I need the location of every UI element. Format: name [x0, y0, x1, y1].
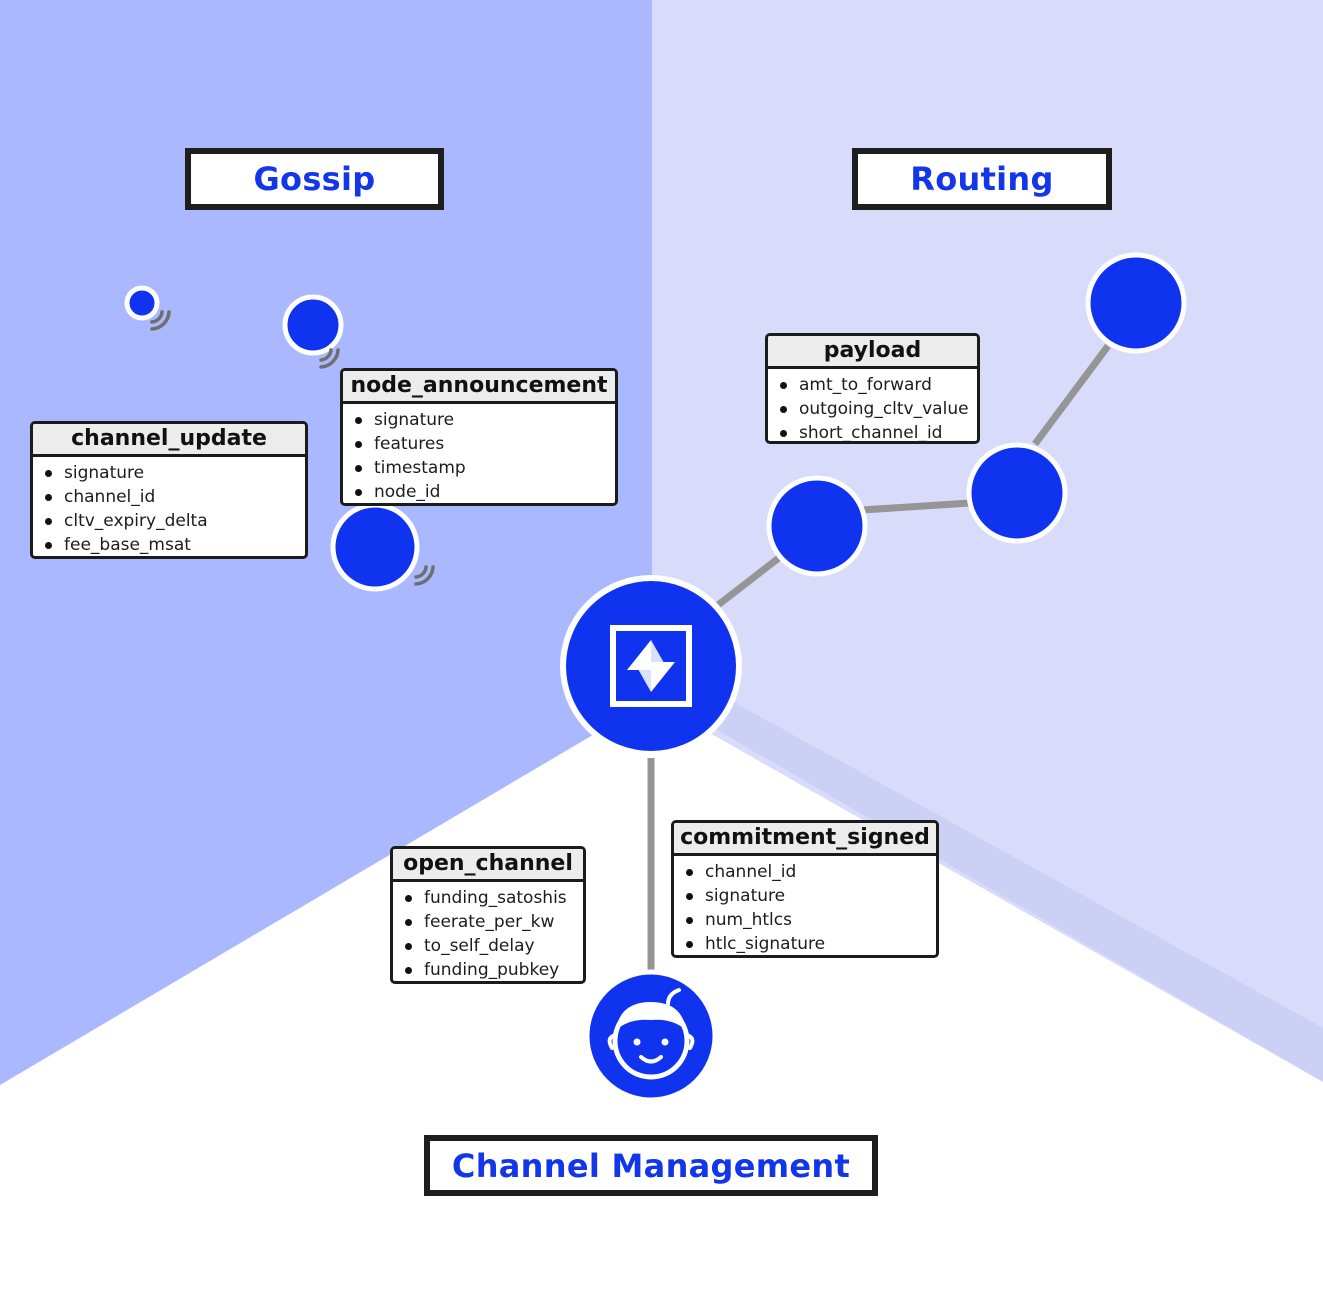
open-channel-box: open_channel funding_satoshis feerate_pe… — [390, 846, 586, 984]
field-label: node_id — [374, 482, 441, 502]
field-label: htlc_signature — [705, 934, 826, 954]
field-label: outgoing_cltv_value — [799, 399, 969, 419]
lightning-logo-icon — [560, 575, 742, 757]
field-label: features — [374, 434, 445, 454]
field-item: fee_base_msat — [33, 533, 305, 556]
broadcast-waves-icon — [150, 310, 171, 331]
field-list: signature features timestamp node_id — [343, 404, 615, 503]
field-item: num_htlcs — [674, 908, 936, 932]
field-item: channel_id — [674, 860, 936, 884]
field-label: funding_satoshis — [424, 888, 567, 908]
field-label: channel_id — [705, 862, 797, 882]
channel-management-title: Channel Management — [424, 1135, 878, 1196]
broadcast-waves-icon — [414, 565, 435, 586]
gossip-region — [0, 0, 652, 1085]
field-item: channel_id — [33, 485, 305, 509]
bullet-icon — [686, 893, 693, 900]
message-title: commitment_signed — [674, 823, 936, 856]
bullet-icon — [45, 494, 52, 501]
field-label: funding_pubkey — [424, 960, 560, 980]
bullet-icon — [686, 941, 693, 948]
field-label: feerate_per_kw — [424, 912, 555, 932]
bullet-icon — [45, 470, 52, 477]
gossip-title: Gossip — [185, 148, 444, 210]
field-item: features — [343, 432, 615, 456]
field-item: to_self_delay — [393, 934, 583, 958]
field-item: outgoing_cltv_value — [768, 397, 977, 421]
field-item: signature — [674, 884, 936, 908]
field-label: amt_to_forward — [799, 375, 932, 395]
bullet-icon — [686, 917, 693, 924]
bullet-icon — [45, 518, 52, 525]
field-label: channel_id — [64, 487, 156, 507]
bullet-icon — [405, 895, 412, 902]
bullet-icon — [405, 919, 412, 926]
field-item: htlc_signature — [674, 932, 936, 955]
bullet-icon — [780, 382, 787, 389]
field-item: funding_pubkey — [393, 958, 583, 981]
routing-title: Routing — [852, 148, 1112, 210]
bullet-icon — [355, 465, 362, 472]
edge-hop2-to-hop3 — [1032, 343, 1111, 447]
message-title: open_channel — [393, 849, 583, 882]
bullet-icon — [780, 406, 787, 413]
field-label: signature — [64, 463, 145, 483]
node-announcement-box: node_announcement signature features tim… — [340, 368, 618, 506]
bullet-icon — [355, 489, 362, 496]
field-item: node_id — [343, 480, 615, 503]
edge-center-to-hop1 — [715, 554, 783, 608]
user-avatar-icon — [584, 969, 718, 1103]
field-item: amt_to_forward — [768, 373, 977, 397]
bullet-icon — [355, 441, 362, 448]
bullet-icon — [405, 967, 412, 974]
field-item: timestamp — [343, 456, 615, 480]
channel-update-box: channel_update signature channel_id cltv… — [30, 421, 308, 559]
field-list: funding_satoshis feerate_per_kw to_self_… — [393, 882, 583, 981]
field-list: amt_to_forward outgoing_cltv_value short… — [768, 369, 977, 443]
routing-node-hop3 — [1085, 252, 1187, 354]
bullet-icon — [355, 417, 362, 424]
field-item: short_channel_id — [768, 421, 977, 443]
bullet-icon — [45, 542, 52, 549]
routing-node-hop2 — [966, 442, 1068, 544]
bullet-icon — [405, 943, 412, 950]
routing-node-hop1 — [766, 475, 868, 577]
bullet-icon — [780, 430, 787, 437]
field-label: fee_base_msat — [64, 535, 191, 555]
field-item: signature — [33, 461, 305, 485]
field-item: signature — [343, 408, 615, 432]
payload-box: payload amt_to_forward outgoing_cltv_val… — [765, 333, 980, 444]
field-list: signature channel_id cltv_expiry_delta f… — [33, 457, 305, 556]
field-item: cltv_expiry_delta — [33, 509, 305, 533]
field-label: signature — [374, 410, 455, 430]
message-title: channel_update — [33, 424, 305, 457]
field-label: timestamp — [374, 458, 466, 478]
commitment-signed-box: commitment_signed channel_id signature n… — [671, 820, 939, 958]
broadcast-waves-icon — [319, 348, 340, 369]
edge-hop1-to-hop2 — [861, 499, 971, 514]
field-list: channel_id signature num_htlcs htlc_sign… — [674, 856, 936, 955]
field-item: funding_satoshis — [393, 886, 583, 910]
message-title: payload — [768, 336, 977, 369]
field-label: short_channel_id — [799, 423, 943, 443]
gossip-node-medium — [282, 294, 344, 356]
gossip-node-small — [124, 285, 160, 321]
field-label: cltv_expiry_delta — [64, 511, 208, 531]
message-title: node_announcement — [343, 371, 615, 404]
routing-region-shade — [700, 700, 1323, 1082]
field-item: feerate_per_kw — [393, 910, 583, 934]
field-label: signature — [705, 886, 786, 906]
bullet-icon — [686, 869, 693, 876]
field-label: to_self_delay — [424, 936, 535, 956]
gossip-node-large — [330, 502, 420, 592]
field-label: num_htlcs — [705, 910, 792, 930]
